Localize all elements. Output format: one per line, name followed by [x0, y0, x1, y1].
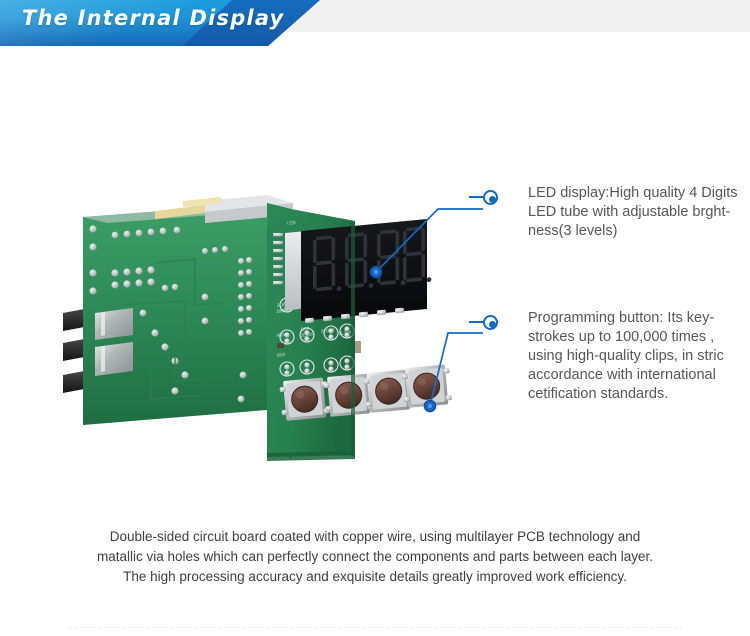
svg-text:2LC04: 2LC04 — [320, 327, 335, 334]
svg-text:LED: LED — [286, 220, 296, 226]
callout-stub-line — [469, 196, 483, 198]
bullseye-dot-center — [489, 321, 496, 328]
bullseye-dot-icon — [483, 315, 498, 330]
description-line-1: Double-sided circuit board coated with c… — [109, 529, 641, 544]
product-photo: 2LED D61 R10x 2L430 R02 2L12x 2LC04 2LED… — [55, 185, 485, 485]
svg-text:R01: R01 — [276, 332, 285, 338]
footer-divider — [68, 627, 682, 628]
page-header: The Internal Display — [0, 0, 750, 46]
led-module-pins — [304, 307, 405, 324]
bullseye-dot-center — [489, 196, 496, 203]
front-header-pins — [273, 233, 283, 285]
svg-text:R02: R02 — [300, 326, 309, 332]
svg-text:2L12x: 2L12x — [338, 329, 352, 336]
svg-text:2LED: 2LED — [276, 301, 289, 308]
description-line-3: The high processing accuracy and exquisi… — [123, 569, 627, 584]
led-display-module — [285, 219, 432, 324]
description-paragraph: Double-sided circuit board coated with c… — [75, 527, 675, 587]
description-line-2: matallic via holes which can perfectly c… — [96, 549, 654, 564]
pcb-side-pads — [89, 225, 252, 403]
callout-led-display-text: LED display:High quality 4 Digits LED tu… — [528, 185, 738, 239]
page-title: The Internal Display — [22, 6, 285, 30]
svg-text:R03: R03 — [276, 352, 285, 358]
push-buttons — [279, 364, 452, 421]
svg-text:D61: D61 — [276, 308, 285, 314]
bullseye-dot-icon — [483, 190, 498, 205]
callout-programming-button-text: Programming button: Its key-strokes up t… — [528, 310, 724, 402]
callout-stub-line — [469, 321, 483, 323]
